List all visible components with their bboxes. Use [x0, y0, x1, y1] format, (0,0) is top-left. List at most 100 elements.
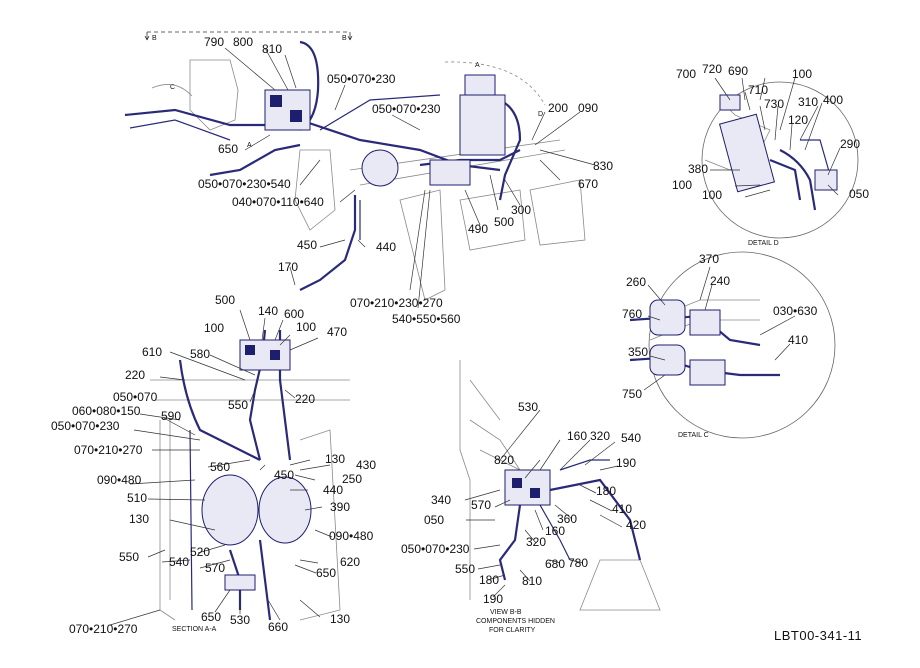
- callout: 050•070•230: [401, 542, 470, 556]
- callout: 620: [340, 555, 360, 569]
- frame-outline: [189, 59, 239, 131]
- callout: 100: [792, 67, 812, 81]
- frame-outline: [459, 189, 526, 251]
- section-marker-b: B: [342, 35, 347, 42]
- callout: 820: [494, 453, 514, 467]
- section-marker-c: C: [170, 84, 175, 91]
- callout: 220: [295, 392, 315, 406]
- callout: 440: [376, 240, 396, 254]
- frame-outline: [529, 179, 586, 246]
- callout: 130: [330, 612, 350, 626]
- hose: [299, 118, 501, 172]
- callout: 470: [327, 325, 347, 339]
- swivel-fitting: [649, 299, 686, 336]
- frame-rail: [150, 379, 350, 401]
- detail-title: DETAIL C: [678, 432, 709, 439]
- fitting: [689, 309, 721, 336]
- view-note: FOR CLARITY: [489, 627, 536, 634]
- detail-d: 700 720 690 710 100 730 310 400 120 290 …: [672, 62, 869, 247]
- callout: 700: [676, 67, 696, 81]
- callout: 100: [204, 321, 224, 335]
- frame-outline: [704, 99, 771, 171]
- cylinder-cap: [464, 74, 496, 96]
- callout: 190: [483, 592, 503, 606]
- callout: 810: [522, 574, 542, 588]
- callout: 380: [688, 162, 708, 176]
- callout: 050: [424, 513, 444, 527]
- callout: 050•070•230: [51, 419, 120, 433]
- callout: 730: [764, 97, 784, 111]
- hose: [209, 143, 301, 177]
- callout: 580: [190, 347, 210, 361]
- callout: 190: [616, 456, 636, 470]
- hose: [769, 158, 802, 201]
- callout: 600: [284, 307, 304, 321]
- hose: [800, 139, 831, 176]
- section-marker-d: D: [538, 111, 543, 118]
- callout: 090: [578, 101, 598, 115]
- leader-lines: [643, 266, 796, 391]
- callout: 540: [169, 555, 189, 569]
- valve-fitting: [530, 488, 540, 498]
- callout: 100: [702, 188, 722, 202]
- callout: 500: [494, 215, 514, 229]
- cylinder: [459, 94, 506, 156]
- manifold: [429, 159, 471, 186]
- callout: 670: [578, 177, 598, 191]
- callout: 220: [125, 368, 145, 382]
- hose: [539, 504, 571, 561]
- drawing-reference: LBT00-341-11: [774, 628, 862, 643]
- callout: 780: [568, 556, 588, 570]
- callout: 160: [567, 429, 587, 443]
- section-arrow-icon: [144, 32, 150, 41]
- callout: 410: [788, 333, 808, 347]
- callout: 710: [748, 83, 768, 97]
- callout: 390: [330, 500, 350, 514]
- callout: 450: [297, 238, 317, 252]
- valve-fitting: [290, 110, 302, 122]
- callout: 170: [278, 260, 298, 274]
- callout: 140: [258, 304, 278, 318]
- callout: 530: [518, 400, 538, 414]
- callout: 590: [161, 409, 181, 423]
- leader-lines: [710, 77, 841, 198]
- section-marker-a: A: [475, 62, 480, 69]
- section-arrow-icon: [347, 32, 353, 41]
- callout: 760: [622, 307, 642, 321]
- callout: 290: [840, 137, 860, 151]
- section-a: 500 140 600 100 100 470 610 580 220 050•…: [51, 293, 376, 636]
- callout: 440: [323, 483, 343, 497]
- valve-fitting: [270, 95, 282, 107]
- callout: 680: [545, 557, 565, 571]
- frame-outline: [294, 149, 336, 231]
- callout: 550: [228, 398, 248, 412]
- callout: 540: [621, 431, 641, 445]
- callout: 690: [728, 64, 748, 78]
- callout: 500: [215, 293, 235, 307]
- callout: 260: [626, 275, 646, 289]
- callout: 090•480: [97, 473, 142, 487]
- callout: 050: [849, 187, 869, 201]
- detail-c-arc: [151, 84, 193, 97]
- callout: 830: [593, 159, 613, 173]
- bracket: [224, 574, 256, 591]
- cylinder: [718, 113, 776, 193]
- callout: 550: [119, 550, 139, 564]
- cylinder-cap: [719, 94, 741, 111]
- hose: [189, 429, 193, 611]
- hose: [779, 149, 817, 211]
- callout: 560: [210, 460, 230, 474]
- hose: [498, 504, 522, 581]
- callout: 240: [710, 274, 730, 288]
- valve-fitting: [245, 345, 255, 355]
- callout: 180: [479, 573, 499, 587]
- callout: 070•210•270: [69, 622, 138, 636]
- callout: 790: [204, 35, 224, 49]
- swivel-fitting: [649, 344, 686, 376]
- accumulator: [258, 476, 312, 544]
- callout: 750: [622, 387, 642, 401]
- detail-c: 370 260 240 760 030•630 410 350 750 DETA…: [622, 251, 836, 439]
- hose: [319, 94, 441, 131]
- leader-lines: [464, 409, 623, 598]
